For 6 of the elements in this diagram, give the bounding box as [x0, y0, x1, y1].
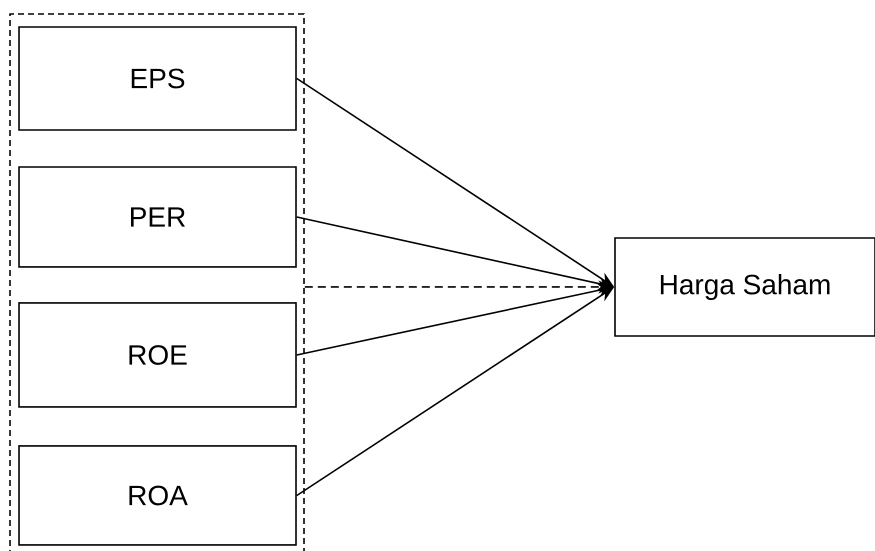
variable-box: ROA: [18, 445, 297, 546]
group-frame: [9, 13, 305, 551]
variable-box: PER: [18, 166, 297, 268]
variable-box: EPS: [18, 26, 297, 131]
variable-box: ROE: [18, 302, 297, 408]
outcome-box: Harga Saham: [614, 237, 875, 337]
